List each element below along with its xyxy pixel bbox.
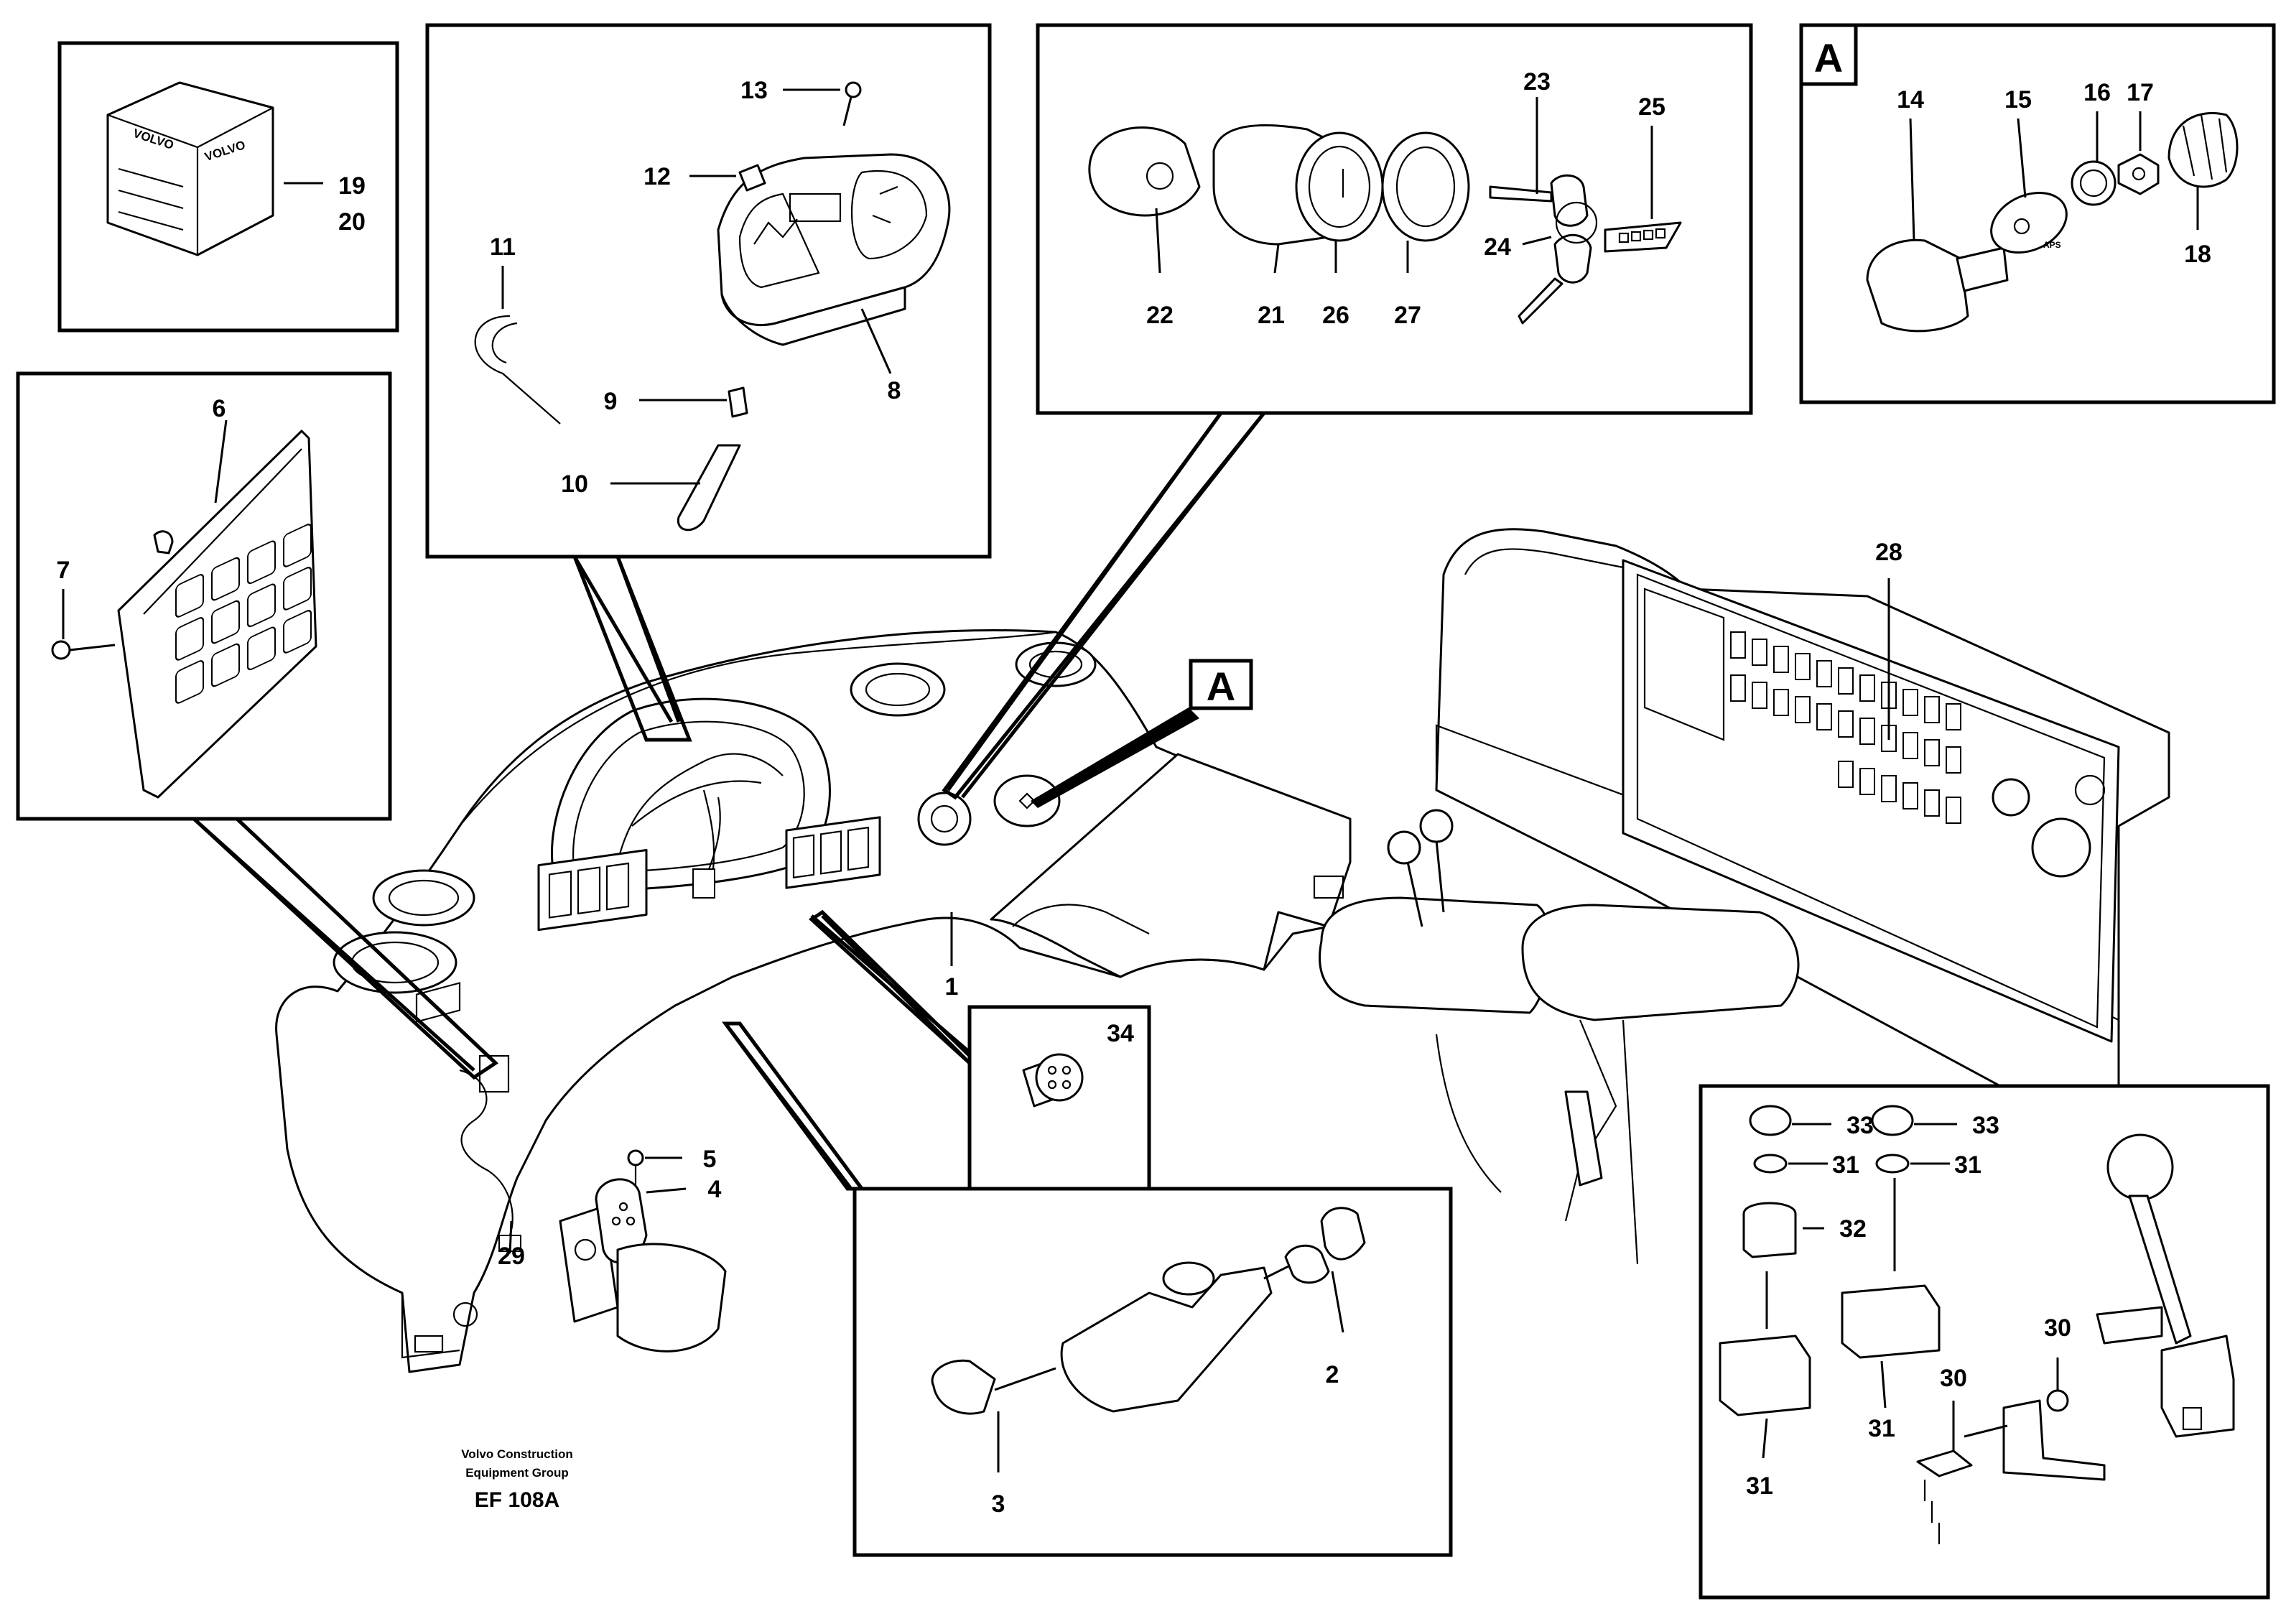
footer-code: EF 108A	[475, 1488, 559, 1512]
label-9: 9	[604, 388, 618, 415]
label-1: 1	[945, 973, 959, 1001]
label-29: 29	[498, 1243, 525, 1270]
label-16: 16	[2083, 79, 2111, 106]
label-26: 26	[1322, 302, 1349, 329]
instrument-cluster-detail: 13 12 11 9 10 8	[425, 23, 992, 742]
panel-buttons	[175, 524, 312, 704]
label-30a: 30	[1940, 1365, 1967, 1392]
label-19: 19	[338, 172, 366, 200]
label-14: 14	[1897, 86, 1924, 113]
label-23: 23	[1523, 68, 1551, 96]
footer: Volvo Construction Equipment Group EF 10…	[461, 1447, 573, 1512]
label-30b: 30	[2044, 1314, 2071, 1342]
label-28: 28	[1875, 539, 1902, 566]
rocker-panel-left	[537, 848, 648, 932]
label-33a: 33	[1846, 1112, 1874, 1139]
callout-a-letter-detail: A	[1814, 35, 1843, 80]
diagnostic-socket	[559, 1149, 727, 1352]
label-31d: 31	[1868, 1415, 1895, 1442]
label-18: 18	[2184, 241, 2211, 268]
label-13: 13	[740, 77, 768, 104]
label-20: 20	[338, 208, 366, 236]
label-31a: 31	[1832, 1151, 1859, 1179]
switch-text: APS	[2043, 240, 2061, 250]
label-12: 12	[643, 163, 671, 190]
callout-a-main: A	[1031, 659, 1253, 808]
label-5: 5	[703, 1146, 717, 1173]
label-17: 17	[2127, 79, 2154, 106]
label-6: 6	[213, 395, 226, 422]
label-7: 7	[57, 557, 70, 584]
callout-a-tag-main	[1189, 659, 1253, 710]
footer-company-line2: Equipment Group	[465, 1466, 569, 1480]
label-4: 4	[708, 1176, 722, 1203]
label-2: 2	[1326, 1361, 1339, 1388]
label-8: 8	[888, 377, 901, 404]
dashboard-assembly	[275, 629, 1352, 1373]
label-3: 3	[992, 1490, 1005, 1518]
label-31b: 31	[1746, 1472, 1773, 1500]
label-33b: 33	[1972, 1112, 1999, 1139]
label-34: 34	[1107, 1020, 1134, 1047]
callout-a-letter-main: A	[1207, 664, 1235, 709]
leader-labels: 1 4 5 28 29	[498, 539, 1902, 1270]
label-24: 24	[1484, 233, 1511, 261]
ignition-switch-detail: 22 21 26 27 23 24 25	[942, 23, 1753, 800]
rocker-panel-center	[785, 816, 881, 889]
label-10: 10	[561, 470, 588, 498]
label-15: 15	[2004, 86, 2032, 113]
label-31c: 31	[1954, 1151, 1981, 1179]
label-22: 22	[1146, 302, 1174, 329]
label-11: 11	[490, 233, 516, 261]
label-27: 27	[1394, 302, 1421, 329]
label-21: 21	[1258, 302, 1285, 329]
cab-console	[1319, 528, 2170, 1265]
label-32: 32	[1839, 1215, 1867, 1243]
volvo-package-detail: VOLVO VOLVO 19 20	[57, 41, 399, 333]
stalk-switch-detail: 2 3	[722, 1021, 1453, 1557]
switch-panel-detail: 6 7	[16, 371, 498, 1080]
footer-company-line1: Volvo Construction	[461, 1447, 573, 1461]
label-25: 25	[1638, 93, 1665, 121]
rotary-switch-detail: A 14 APS 15 16 17 18	[1799, 23, 2276, 404]
cab-switch-grid	[1730, 631, 1961, 824]
callout-a-tag-detail	[1799, 23, 1858, 86]
joystick-components-detail: 33 31 32 31 33 31 31 30 30	[1699, 1084, 2270, 1600]
